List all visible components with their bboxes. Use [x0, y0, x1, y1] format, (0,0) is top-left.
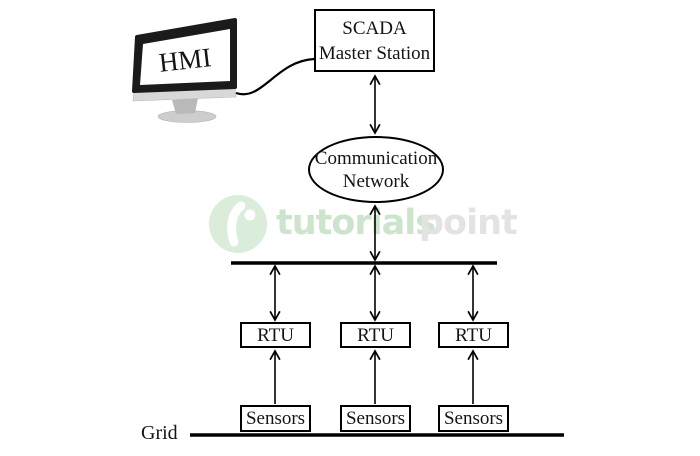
scada-master-station-box: SCADA Master Station	[314, 9, 435, 72]
hmi-monitor-icon	[132, 18, 315, 123]
sensors-box-2: Sensors	[340, 405, 411, 432]
sensors-label-2: Sensors	[345, 407, 406, 429]
rtu-label-2: RTU	[357, 324, 394, 346]
monitor-stand	[172, 98, 198, 114]
scada-label-line2: Master Station	[318, 42, 431, 64]
rtu-box-1: RTU	[240, 322, 311, 348]
logo-glyph	[227, 201, 246, 247]
communication-network-ellipse: Communication Network	[308, 136, 444, 203]
network-label-line2: Network	[342, 170, 410, 192]
watermark-text-primary: tutorials	[276, 203, 436, 243]
sensors-label-3: Sensors	[443, 407, 504, 429]
rtu-label-3: RTU	[455, 324, 492, 346]
logo-glyph-dot	[244, 209, 256, 221]
grid-label: Grid	[141, 422, 178, 444]
logo-circle	[209, 195, 267, 253]
sensors-label-1: Sensors	[245, 407, 306, 429]
rtu-box-2: RTU	[340, 322, 411, 348]
tutorialspoint-logo-icon	[209, 195, 267, 253]
sensors-box-1: Sensors	[240, 405, 311, 432]
watermark-text-secondary: point	[419, 203, 518, 243]
rtu-label-1: RTU	[257, 324, 294, 346]
monitor-screen	[140, 29, 230, 85]
scada-label-line1: SCADA	[342, 17, 407, 39]
sensors-box-3: Sensors	[438, 405, 509, 432]
hmi-cable	[235, 57, 315, 96]
rtu-box-3: RTU	[438, 322, 509, 348]
network-label-line1: Communication	[314, 147, 438, 169]
